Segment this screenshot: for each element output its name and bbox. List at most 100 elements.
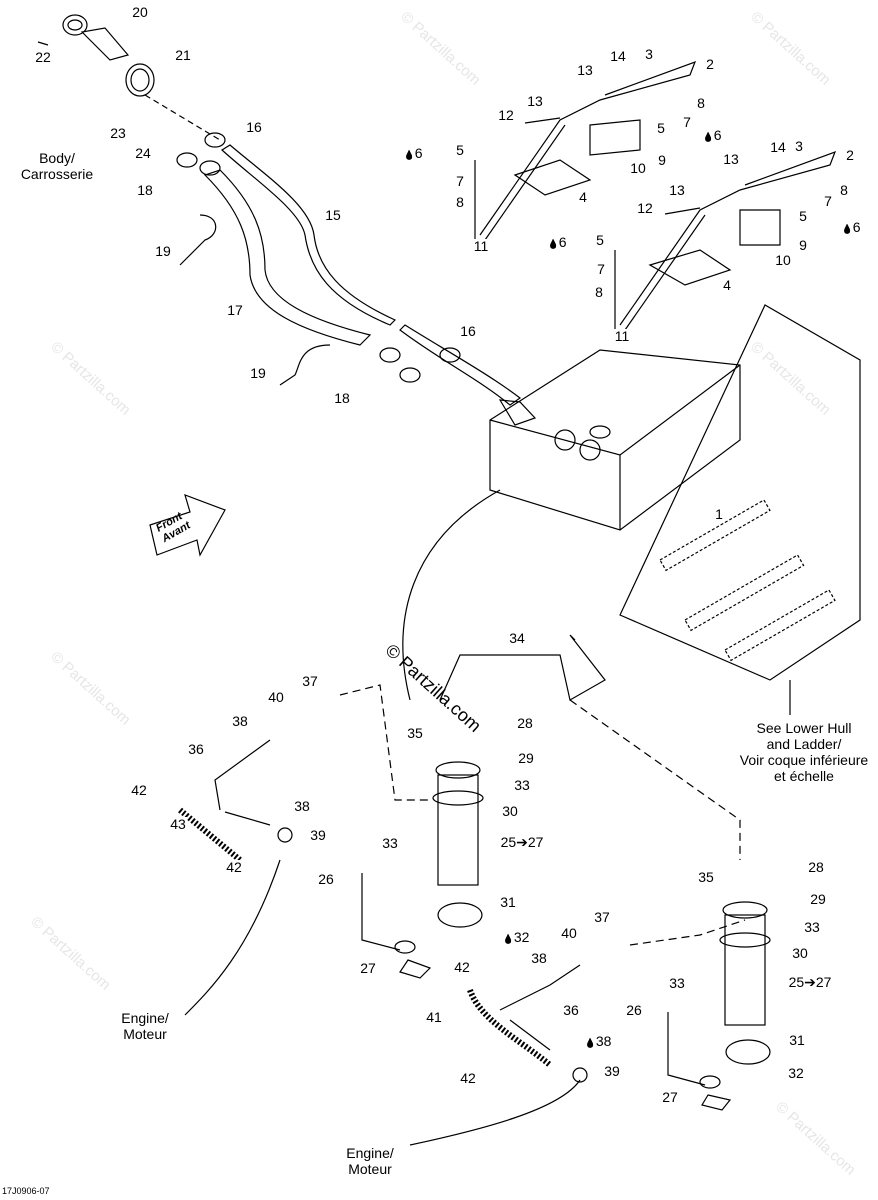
callout-label: 13 (527, 93, 543, 109)
callout-number: 5 (595, 233, 605, 247)
callout-label: 10 (775, 252, 791, 268)
callout-number: 13 (722, 152, 740, 166)
callout-label: 42 (454, 959, 470, 975)
callout-label: 31 (500, 894, 516, 910)
callout-label: 13 (723, 151, 739, 167)
callout-number: 31 (788, 1033, 806, 1047)
callout-number: 29 (809, 892, 827, 906)
note-line: Carrosserie (20, 166, 94, 182)
callout-label: 9 (799, 237, 807, 253)
note-line: Moteur (348, 1161, 392, 1177)
callout-label: 18 (334, 390, 350, 406)
note-body: Body/Carrosserie (21, 150, 93, 182)
callout-label: 1 (715, 506, 723, 522)
callout-label: 42 (131, 782, 147, 798)
callout-label: 38 (531, 950, 547, 966)
callout-number: 💧6 (840, 220, 862, 236)
callout-number: 29 (517, 751, 535, 765)
callout-label: 34 (509, 630, 525, 646)
callout-number: 10 (774, 253, 792, 267)
callout-label: 39 (310, 827, 326, 843)
callout-number: 25➔27 (499, 835, 545, 849)
callout-number: 5 (656, 121, 666, 135)
callout-label: 42 (226, 859, 242, 875)
callout-number: 2 (705, 57, 715, 71)
fill-hose (203, 144, 522, 406)
callout-label: 32 (513, 929, 530, 945)
callout-label: 8 (456, 194, 464, 210)
callout-label: 13 (577, 62, 593, 78)
note-line: Engine/ (121, 1010, 169, 1026)
callout-number: 36 (187, 742, 205, 756)
callout-label: 38 (232, 713, 248, 729)
callout-label: 8 (840, 182, 848, 198)
callout-label: 27 (360, 960, 376, 976)
callout-number: 19 (154, 244, 172, 258)
callout-number: 27 (359, 961, 377, 975)
callout-label: 5 (456, 142, 464, 158)
sealant-drop-icon: 💧 (502, 934, 514, 944)
callout-label: 20 (132, 4, 148, 20)
callout-number: 41 (425, 1010, 443, 1024)
callout-label: 43 (170, 816, 186, 832)
callout-number: 21 (174, 48, 192, 62)
callout-label: 5 (799, 208, 807, 224)
callout-label: 19 (155, 243, 171, 259)
sealant-drop-icon: 💧 (841, 224, 853, 234)
callout-label: 8 (697, 95, 705, 111)
callout-number: 42 (453, 960, 471, 974)
callout-label: 22 (35, 49, 51, 65)
callout-number: 33 (513, 778, 531, 792)
callout-label: 29 (518, 750, 534, 766)
callout-label: 11 (473, 238, 489, 254)
callout-number: 5 (798, 209, 808, 223)
callout-number: 13 (526, 94, 544, 108)
callout-number: 16 (245, 120, 263, 134)
callout-label: 38 (294, 798, 310, 814)
note-line: Voir coque inférieure (739, 752, 869, 768)
callout-label: 12 (637, 200, 653, 216)
callout-label: 5 (596, 232, 604, 248)
callout-number: 32 (787, 1066, 805, 1080)
callout-number: 8 (839, 183, 849, 197)
callout-label: 7 (824, 193, 832, 209)
callout-label: 2 (846, 147, 854, 163)
callout-label: 33 (804, 919, 820, 935)
callout-number: 💧6 (402, 146, 424, 162)
callout-label: 6 (713, 127, 722, 143)
callout-number: 33 (668, 976, 686, 990)
callout-number: 42 (225, 860, 243, 874)
callout-number: 1 (714, 507, 724, 521)
callout-label: 9 (658, 152, 666, 168)
callout-label: 37 (594, 909, 610, 925)
callout-number: 11 (613, 328, 631, 344)
callout-label: 14 (770, 139, 786, 155)
callout-number: 3 (644, 47, 654, 61)
callout-number: 19 (249, 366, 267, 380)
callout-label: 11 (614, 328, 630, 344)
callout-number: 17 (226, 303, 244, 317)
callout-label: 18 (137, 182, 153, 198)
callout-number: 4 (722, 278, 732, 292)
callout-number: 38 (293, 799, 311, 813)
callout-label: 33 (669, 975, 685, 991)
note-line: and Ladder/ (766, 736, 842, 752)
callout-label: 21 (175, 47, 191, 63)
callout-number: 13 (668, 183, 686, 197)
callout-number: 10 (629, 161, 647, 175)
callout-label: 37 (302, 673, 318, 689)
callout-number: 33 (803, 920, 821, 934)
callout-number: 7 (596, 262, 606, 276)
note-line: Engine/ (346, 1145, 394, 1161)
callout-label: 10 (630, 160, 646, 176)
note-line: See Lower Hull (756, 720, 852, 736)
front-arrow (149, 494, 226, 557)
callout-label: 30 (502, 803, 518, 819)
callout-number: 30 (501, 804, 519, 818)
callout-label: 7 (456, 173, 464, 189)
callout-number: 33 (381, 836, 399, 850)
callout-label: 15 (325, 207, 341, 223)
callout-number: 23 (109, 126, 127, 140)
